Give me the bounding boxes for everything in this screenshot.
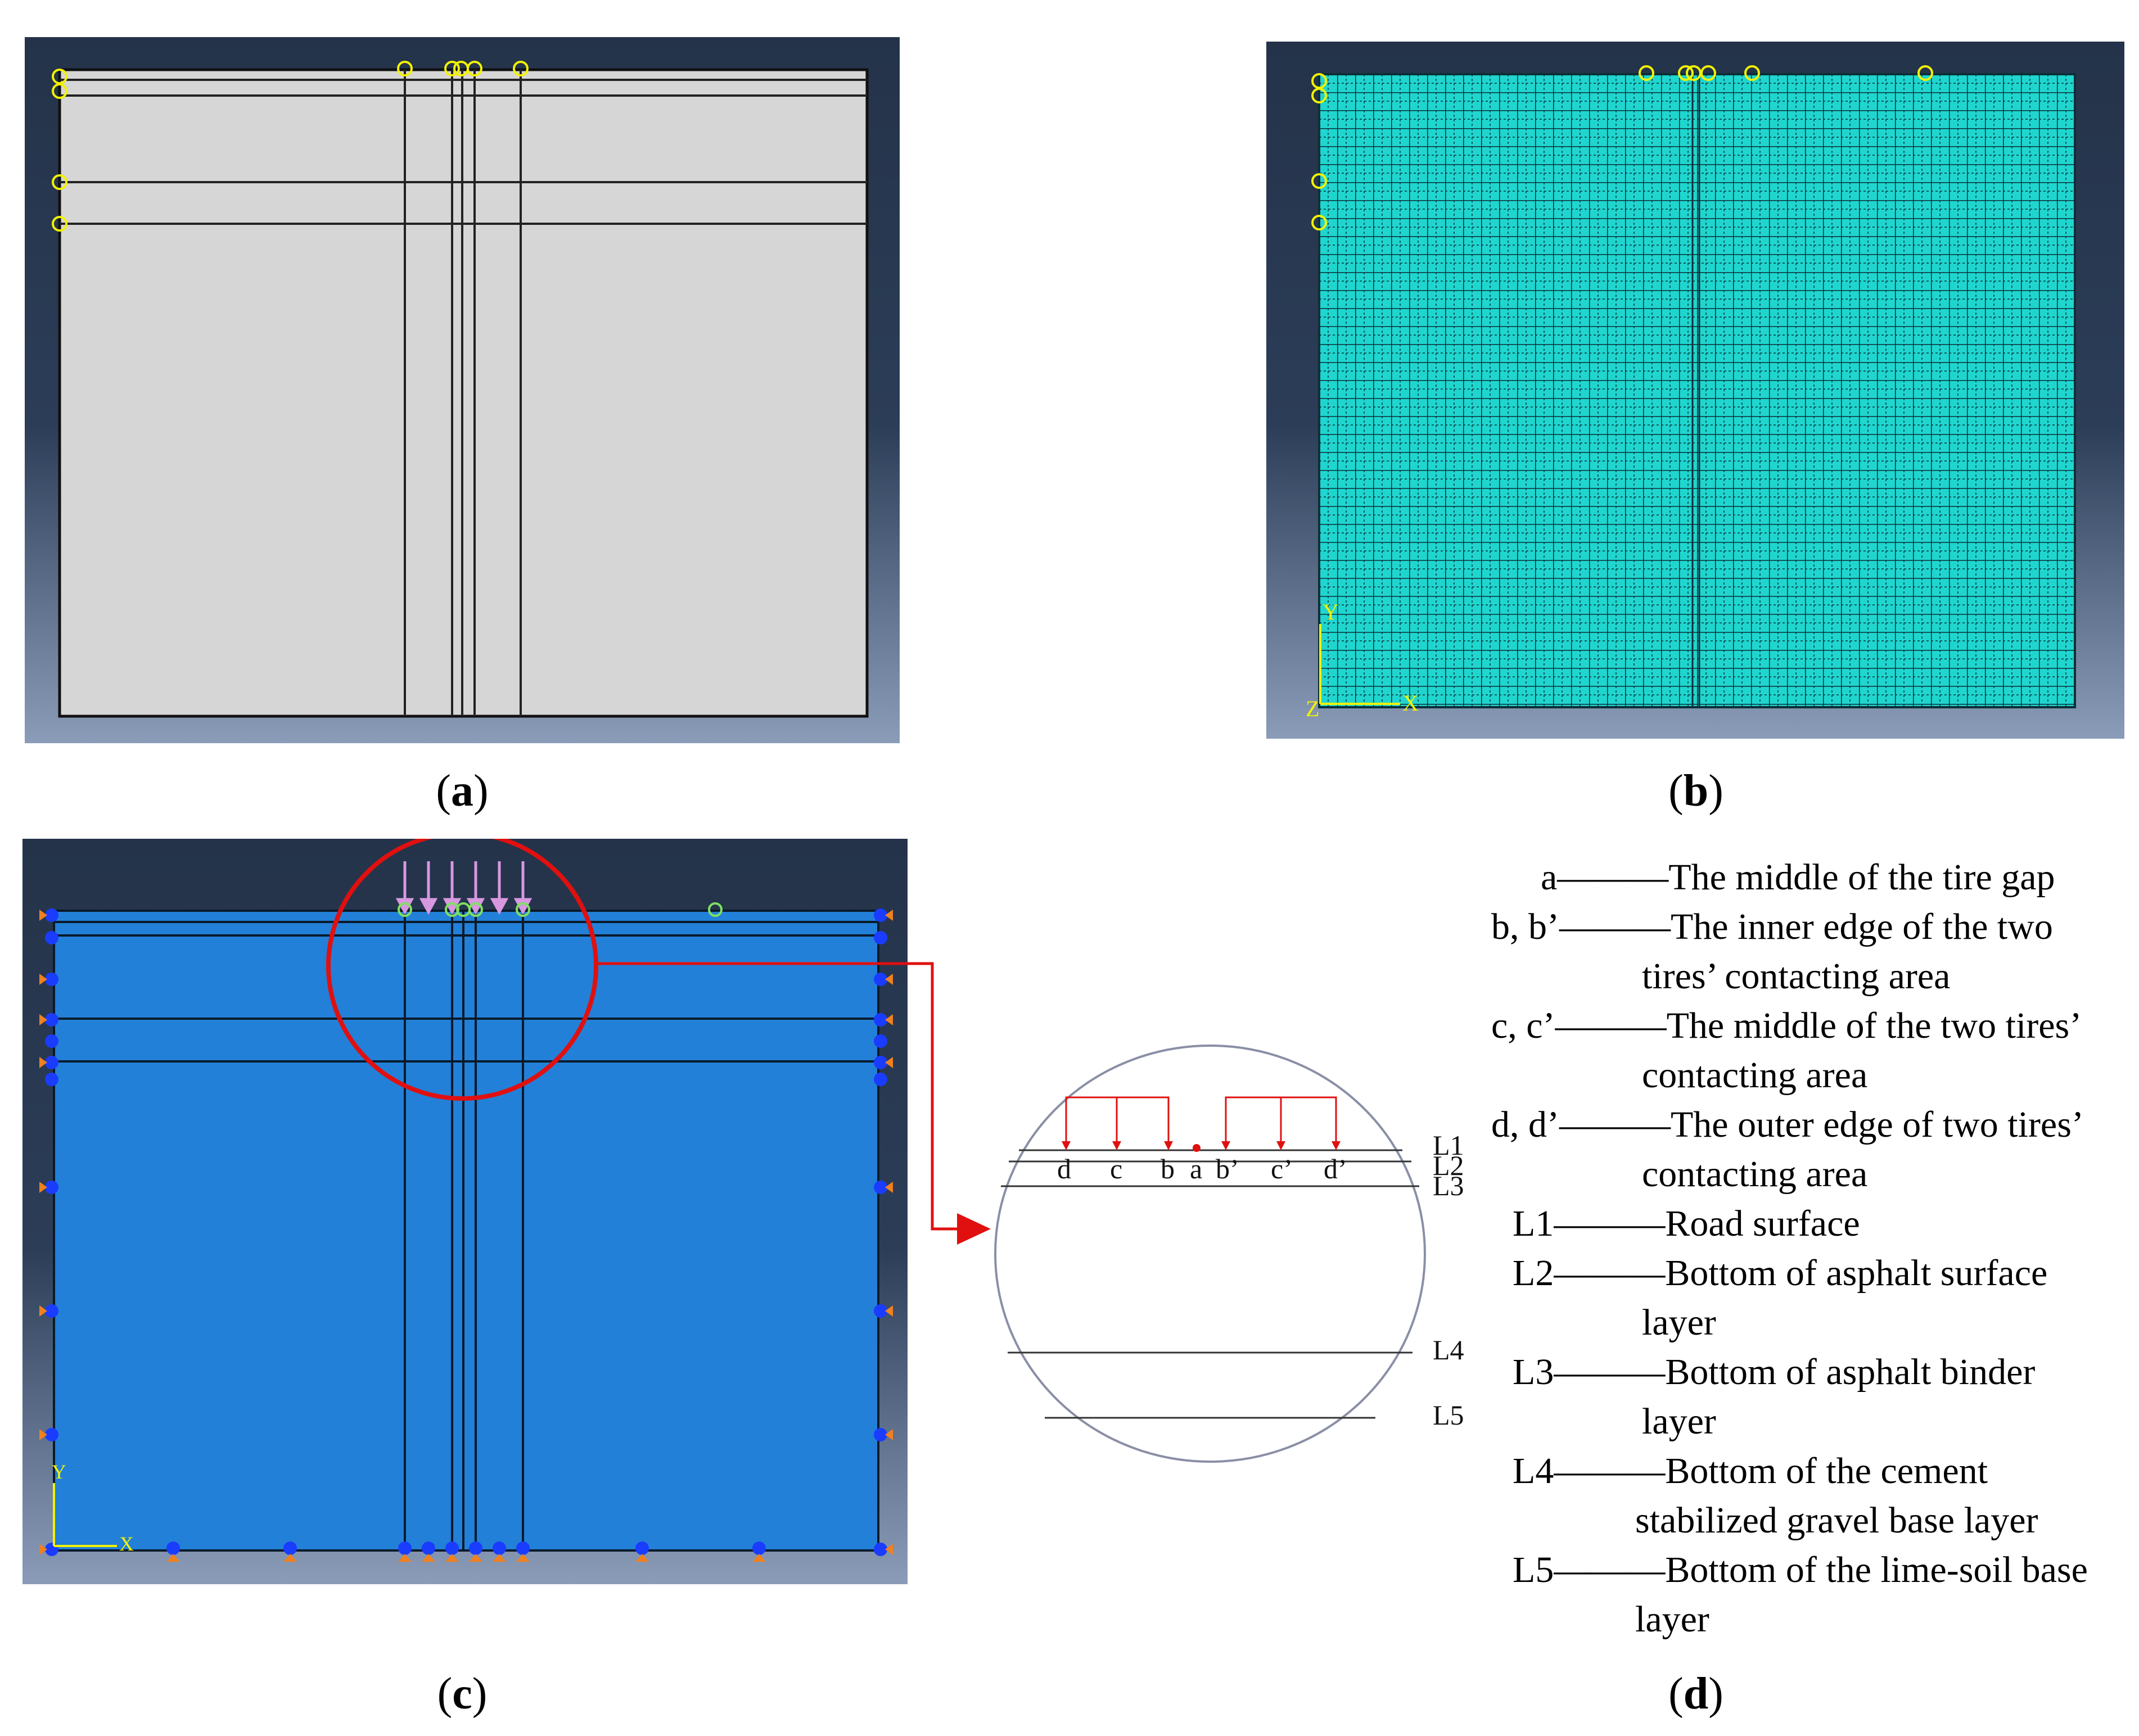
mesh-center-lines <box>1691 74 1700 707</box>
node-markers <box>1311 65 1933 230</box>
legend-item-l2: L2———Bottom of asphalt surface <box>1513 1253 2048 1294</box>
zoom-detail: d c b a b’ c’ d’ L1 L2 L3 L4 L5 <box>994 1045 1464 1463</box>
zoom-connector-arrow <box>596 962 991 1245</box>
point-label-c-prime: c’ <box>1271 1153 1293 1185</box>
bottom-boundary-supports <box>166 1541 766 1562</box>
layer-lines <box>1001 1149 1419 1419</box>
legend-item-a: a———The middle of the tire gap <box>1541 857 2055 898</box>
legend-item-l5: L5———Bottom of the lime-soil base <box>1513 1549 2088 1590</box>
layer-label-l3: L3 <box>1433 1170 1464 1201</box>
mesh-region <box>1318 73 2076 708</box>
axis-y-label: Y <box>1323 599 1339 625</box>
legend-item-l2-cont: layer <box>1642 1302 1716 1343</box>
layer-label-l1: L1 <box>1433 1129 1464 1161</box>
legend-item-d-cont: contacting area <box>1642 1154 1868 1195</box>
point-label-d-prime: d’ <box>1324 1153 1347 1185</box>
legend-item-c-cont: contacting area <box>1642 1055 1868 1096</box>
layer-label-l5: L5 <box>1433 1399 1464 1431</box>
point-label-b: b <box>1161 1153 1175 1185</box>
node-markers <box>52 61 529 232</box>
highlight-circle <box>326 839 598 1101</box>
point-label-b-prime: b’ <box>1216 1153 1239 1185</box>
tire-load-brackets <box>1065 1096 1337 1147</box>
caption-d: (d) <box>1668 1669 1723 1719</box>
node-markers <box>398 902 723 917</box>
left-boundary-supports <box>39 908 58 1556</box>
legend-item-l4: L4———Bottom of the cement <box>1513 1450 1988 1491</box>
layer-labels: L1 L2 L3 L4 L5 <box>1433 1129 1464 1431</box>
axis-z-label: Z <box>1306 696 1319 721</box>
point-label-a: a <box>1190 1153 1202 1185</box>
legend-item-b-cont: tires’ contacting area <box>1642 956 1951 997</box>
legend-item-l5-cont: layer <box>1635 1599 1709 1640</box>
caption-c: (c) <box>437 1669 488 1719</box>
point-labels: d c b a b’ c’ d’ <box>1057 1153 1347 1185</box>
legend-item-l3: L3———Bottom of asphalt binder <box>1513 1351 2036 1393</box>
legend-item-d: d, d’———The outer edge of two tires’ <box>1491 1104 2084 1145</box>
panel-a-geometry <box>25 37 900 743</box>
axis-x-label: X <box>119 1532 134 1555</box>
model-part <box>53 910 879 1552</box>
point-label-c: c <box>1110 1153 1122 1185</box>
caption-b: (b) <box>1668 766 1723 816</box>
load-arrow-heads <box>1062 1141 1341 1152</box>
right-boundary-supports <box>874 908 893 1556</box>
axis-x-label: X <box>1402 690 1419 716</box>
panel-b-mesh: Y X Z <box>1266 42 2124 739</box>
legend-item-c: c, c’———The middle of the two tires’ <box>1491 1005 2082 1046</box>
zoom-circle <box>994 1045 1426 1463</box>
point-label-d: d <box>1057 1153 1071 1185</box>
axis-y-label: Y <box>52 1461 66 1483</box>
axis-triad: Y X Z <box>1306 599 1419 721</box>
partition-lines <box>54 911 878 1550</box>
legend-item-l1: L1———Road surface <box>1513 1203 1860 1244</box>
partition-lines <box>60 70 867 716</box>
legend-item-l3-cont: layer <box>1642 1401 1716 1442</box>
axis-triad: Y X <box>52 1461 134 1555</box>
legend-item-l4-cont: stabilized gravel base layer <box>1635 1500 2038 1541</box>
layer-label-l2: L2 <box>1433 1150 1464 1181</box>
caption-a: (a) <box>436 766 489 816</box>
legend-item-b: b, b’———The inner edge of the two <box>1491 906 2053 947</box>
layer-label-l4: L4 <box>1433 1334 1464 1366</box>
